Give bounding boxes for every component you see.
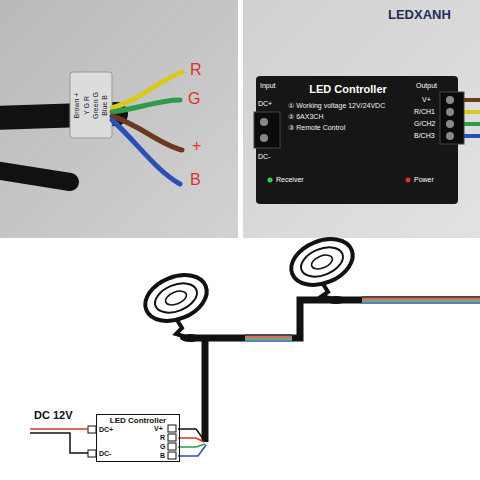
controller-photo xyxy=(406,178,411,183)
wiring-drawing xyxy=(362,302,480,303)
wiring-drawing xyxy=(168,443,176,450)
cable-photo xyxy=(70,72,112,138)
controller-photo xyxy=(462,134,480,138)
wire-mark: G xyxy=(188,91,200,107)
controller-photo xyxy=(462,122,480,126)
wiring-drawing xyxy=(88,426,96,433)
wiring-drawing xyxy=(362,298,480,299)
controller-photo xyxy=(462,98,480,102)
controller-photo xyxy=(243,0,480,238)
wire-mark: B xyxy=(190,172,201,188)
wiring-drawing xyxy=(284,231,359,294)
pin-name: R/CH1 xyxy=(414,108,435,115)
controller-body: LED Controller ① Working voltage 12V/24VD… xyxy=(286,80,410,172)
cable-photo xyxy=(112,120,180,184)
pin-name: DC+ xyxy=(258,100,272,107)
wiring-drawing xyxy=(151,278,202,319)
feature-line: ② 6AX3CH xyxy=(288,113,408,121)
cable-photo xyxy=(0,0,238,238)
wiring-drawing xyxy=(164,288,189,307)
wire-mark: R xyxy=(190,62,202,78)
feature-line: ① Working voltage 12V/24VDC xyxy=(288,102,408,110)
controller-photo xyxy=(446,108,454,116)
sleeve-text: Blue B xyxy=(101,95,108,116)
wiring-drawing xyxy=(178,445,206,456)
pin-name: DC- xyxy=(258,153,270,160)
controller-photo xyxy=(260,134,268,142)
wiring-drawing xyxy=(168,434,176,441)
wiring-drawing xyxy=(202,338,209,442)
controller-photo xyxy=(446,96,454,104)
controller-photo xyxy=(268,178,273,183)
pin-name: G/CH2 xyxy=(414,120,435,127)
controller-photo xyxy=(243,0,480,238)
sleeve-text: Green G xyxy=(91,92,98,119)
wiring-drawing xyxy=(30,433,88,453)
pin-name: V+ xyxy=(422,96,431,103)
wiring-drawing xyxy=(245,336,292,337)
controller-photo xyxy=(254,112,280,148)
wiring-drawing xyxy=(168,452,176,459)
sleeve-text: Brown + xyxy=(74,92,81,118)
wiring-drawing xyxy=(178,444,205,447)
wire-mark: + xyxy=(192,138,201,154)
wiring-drawing xyxy=(0,240,480,480)
controller-photo xyxy=(260,118,268,126)
wiring-drawing xyxy=(297,242,348,283)
wiring-drawing xyxy=(168,425,176,432)
wiring-drawing xyxy=(0,231,480,480)
controller-photo xyxy=(462,110,480,114)
pin-name: B xyxy=(160,452,165,459)
controller-photo xyxy=(446,120,454,128)
pin-name: DC+ xyxy=(99,426,113,433)
wiring-drawing xyxy=(30,428,88,430)
wiring-drawing xyxy=(138,267,213,342)
feature-line: ③ Remote Control xyxy=(288,124,408,132)
wiring-drawing xyxy=(245,338,292,339)
pin-name: DC- xyxy=(99,450,111,457)
wiring-drawing xyxy=(362,296,480,297)
indicator-name: Receiver xyxy=(276,176,304,183)
sleeve-text: Y G R xyxy=(83,96,90,115)
port-name: Output xyxy=(416,82,437,89)
pin-name: G xyxy=(160,443,165,450)
cable-photo xyxy=(112,100,180,112)
wiring-drawing xyxy=(178,438,204,442)
watermark: LEDXANH xyxy=(388,8,451,21)
wiring-drawing xyxy=(88,450,96,457)
wiring-drawing xyxy=(292,300,338,338)
wiring-drawing xyxy=(245,340,292,341)
box-title: LED Controller xyxy=(288,83,408,96)
pin-name: R xyxy=(160,434,165,441)
controller-box: LED Controller xyxy=(96,414,180,462)
controller-photo xyxy=(446,132,454,140)
wiring-drawing xyxy=(138,267,213,330)
box-title: LED Controller xyxy=(99,416,177,425)
controller-photo xyxy=(256,76,458,204)
indicator-name: Power xyxy=(414,176,434,183)
wiring-drawing xyxy=(284,231,359,304)
wiring-drawing xyxy=(245,334,292,335)
cable-photo xyxy=(0,170,70,182)
wiring-drawing xyxy=(326,296,346,304)
port-name: Input xyxy=(260,82,276,89)
wiring-drawing xyxy=(310,252,335,271)
wiring-drawing xyxy=(180,334,200,342)
pin-name: V+ xyxy=(154,425,163,432)
pin-name: B/CH3 xyxy=(414,132,435,139)
supply-label: DC 12V xyxy=(34,410,73,421)
wiring-drawing xyxy=(362,300,480,301)
controller-photo xyxy=(440,92,464,144)
